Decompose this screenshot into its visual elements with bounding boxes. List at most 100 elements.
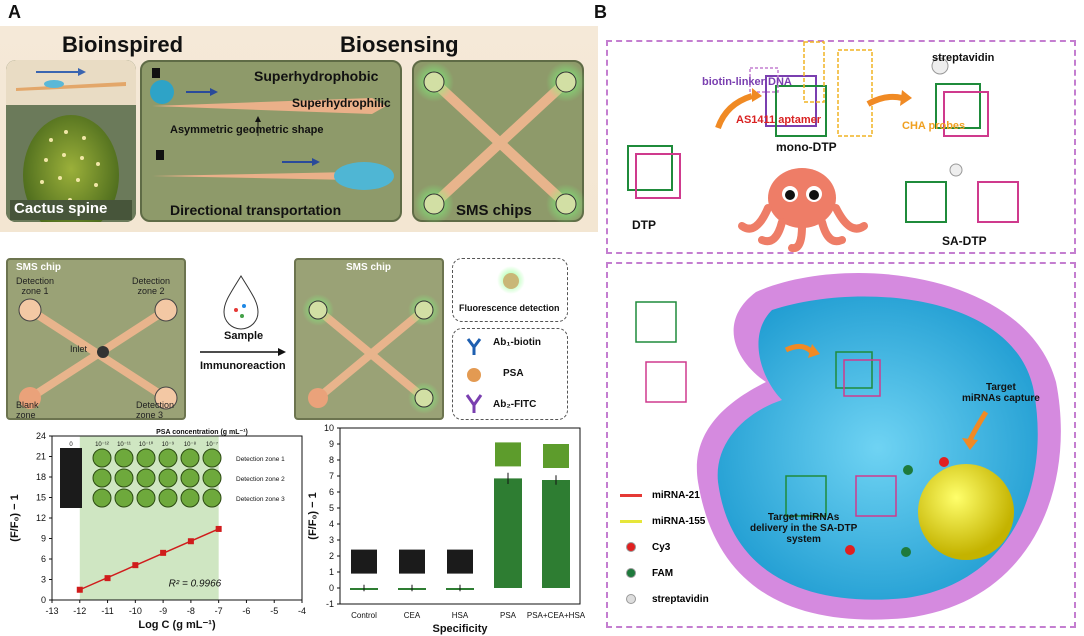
y-tick-label: 3 — [329, 535, 334, 545]
target-delivery-label: Target miRNAs delivery in the SA-DTP sys… — [750, 512, 858, 545]
category-label: Control — [351, 611, 377, 620]
fluorescence-spot — [180, 488, 200, 508]
sample-image — [543, 444, 569, 468]
fluorescence-spot — [92, 468, 112, 488]
sample-image — [351, 549, 377, 574]
data-point — [104, 575, 111, 582]
sample-label: Sample — [224, 330, 264, 342]
sms-chip-left: SMS chip Detection zone 1 Detection zone… — [6, 258, 186, 420]
x-tick-label: -4 — [298, 606, 306, 616]
cactus-image — [6, 60, 136, 222]
x-tick-label: -10 — [129, 606, 142, 616]
category-label: PSA — [500, 611, 517, 620]
fluorescence-spot — [158, 488, 178, 508]
legend-swatch-icon — [620, 519, 642, 523]
category-label: HSA — [452, 611, 469, 620]
legend-label: miRNA-21 — [652, 489, 700, 501]
fluorescence-spot — [158, 448, 178, 468]
cha-probes-label: CHA probes — [902, 120, 966, 132]
antibody-icon — [466, 338, 482, 355]
cactus-illustration — [6, 60, 136, 222]
zone1-label: Detection zone 1 — [16, 276, 55, 296]
sample-image — [495, 442, 521, 467]
top-tick-label: 10⁻¹¹ — [117, 442, 131, 448]
legend-item: FAM — [620, 560, 740, 586]
fluorescence-spot — [92, 448, 112, 468]
biotin-linker-label: biotin-linker DNA — [702, 76, 792, 88]
y-tick-label: 15 — [36, 493, 46, 503]
legend-item: streptavidin — [620, 586, 740, 612]
row-label: Detection zone 3 — [236, 496, 285, 503]
data-point — [187, 538, 194, 545]
bioinspired-title: Bioinspired — [62, 32, 184, 57]
fluorescence-spot — [136, 488, 156, 508]
y-tick-label: 4 — [329, 519, 334, 529]
sample-arrow-group — [196, 272, 286, 382]
sample-droplet-icon — [200, 275, 286, 356]
fluorescence-spot — [202, 468, 222, 488]
fluorescence-box: Fluorescence detection — [452, 258, 568, 322]
category-label: PSA+CEA+HSA — [527, 611, 586, 620]
streptavidin-top-label: streptavidin — [932, 52, 995, 64]
legend-item: miRNA-155 — [620, 508, 740, 534]
blank-zone-label: Blank zone — [16, 400, 39, 420]
top-tick-label: 10⁻⁹ — [162, 441, 175, 448]
y-tick-label: 6 — [329, 487, 334, 497]
y-axis-label: (F/F₀) − 1 — [307, 492, 319, 539]
blank-image — [60, 448, 82, 508]
biosensing-title: Biosensing — [340, 32, 459, 57]
y-tick-label: 9 — [329, 439, 334, 449]
mono-dtp-label: mono-DTP — [776, 140, 837, 154]
top-axis-label: PSA concentration (g mL⁻¹) — [156, 429, 248, 436]
sms-chips-box: SMS chips — [412, 60, 586, 224]
zone3-label: Detection zone 3 — [136, 400, 175, 420]
superhydrophobic-label: Superhydrophobic — [254, 68, 379, 84]
sms-chip-right: SMS chip — [294, 258, 444, 420]
fluorescence-spot — [202, 448, 222, 468]
y-tick-label: 6 — [41, 554, 46, 564]
dtp-assembly-illustration — [627, 41, 1019, 253]
y-tick-label: 24 — [36, 431, 46, 441]
y-tick-label: 0 — [41, 595, 46, 605]
y-tick-label: 21 — [36, 452, 46, 462]
top-tick-label: 10⁻¹² — [95, 442, 109, 448]
fluorescence-icon — [497, 266, 525, 294]
chart2-frame — [339, 427, 581, 605]
legend-swatch-icon — [626, 594, 636, 604]
panel-b-bottom-box — [606, 262, 1076, 628]
legend-item: miRNA-21 — [620, 482, 740, 508]
data-point — [215, 525, 222, 532]
sms-chips-illustration — [414, 62, 586, 224]
y-tick-label: -1 — [326, 599, 334, 609]
chip-left-illustration — [18, 298, 178, 410]
x-tick-label: -11 — [101, 606, 113, 616]
legend-swatch-icon — [626, 568, 636, 578]
fluorescence-spot — [114, 488, 134, 508]
legend-label: FAM — [652, 567, 674, 579]
top-tick-label: 10⁻⁷ — [206, 441, 218, 448]
top-tick-label: 10⁻¹⁰ — [139, 441, 154, 448]
legend-label: streptavidin — [652, 593, 709, 605]
y-tick-label: 9 — [41, 534, 46, 544]
superhydrophilic-label: Superhydrophilic — [292, 96, 391, 110]
y-tick-label: 7 — [329, 471, 334, 481]
transport-box: Superhydrophobic Superhydrophilic Asymme… — [140, 60, 402, 222]
y-axis-label: (F/F₀) − 1 — [9, 494, 21, 541]
cactus-label: Cactus spine — [14, 200, 108, 217]
data-point — [132, 562, 139, 569]
x-tick-label: -6 — [242, 606, 250, 616]
y-tick-label: 5 — [329, 503, 334, 513]
x-axis-label: Specificity — [432, 623, 488, 635]
legend-swatch-icon — [620, 493, 642, 497]
fluorescence-spot — [180, 468, 200, 488]
chip-right-title: SMS chip — [346, 262, 392, 273]
legend-ab2: Ab₂-FITC — [493, 399, 537, 410]
x-tick-label: -5 — [270, 606, 278, 616]
cell-illustration — [635, 272, 1061, 620]
fluorescence-spot — [136, 468, 156, 488]
y-tick-label: 12 — [36, 513, 46, 523]
row-label: Detection zone 2 — [236, 476, 285, 483]
